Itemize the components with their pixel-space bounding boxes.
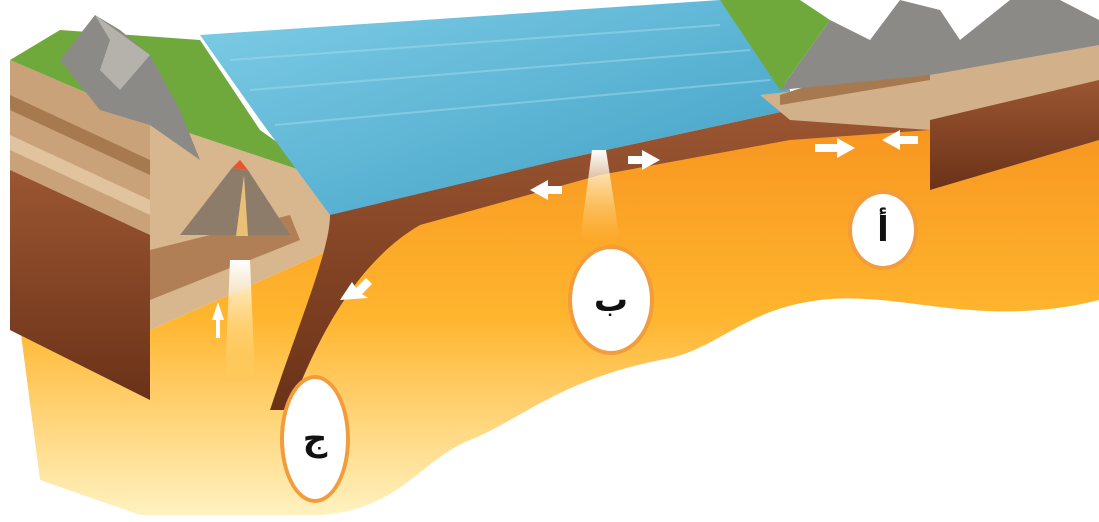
label-b: ب	[594, 280, 628, 320]
label-c: ج	[303, 419, 328, 459]
label-c-bubble: ج	[280, 375, 350, 503]
label-a: أ	[877, 210, 889, 250]
label-a-bubble: أ	[848, 190, 918, 270]
label-b-bubble: ب	[568, 245, 654, 355]
